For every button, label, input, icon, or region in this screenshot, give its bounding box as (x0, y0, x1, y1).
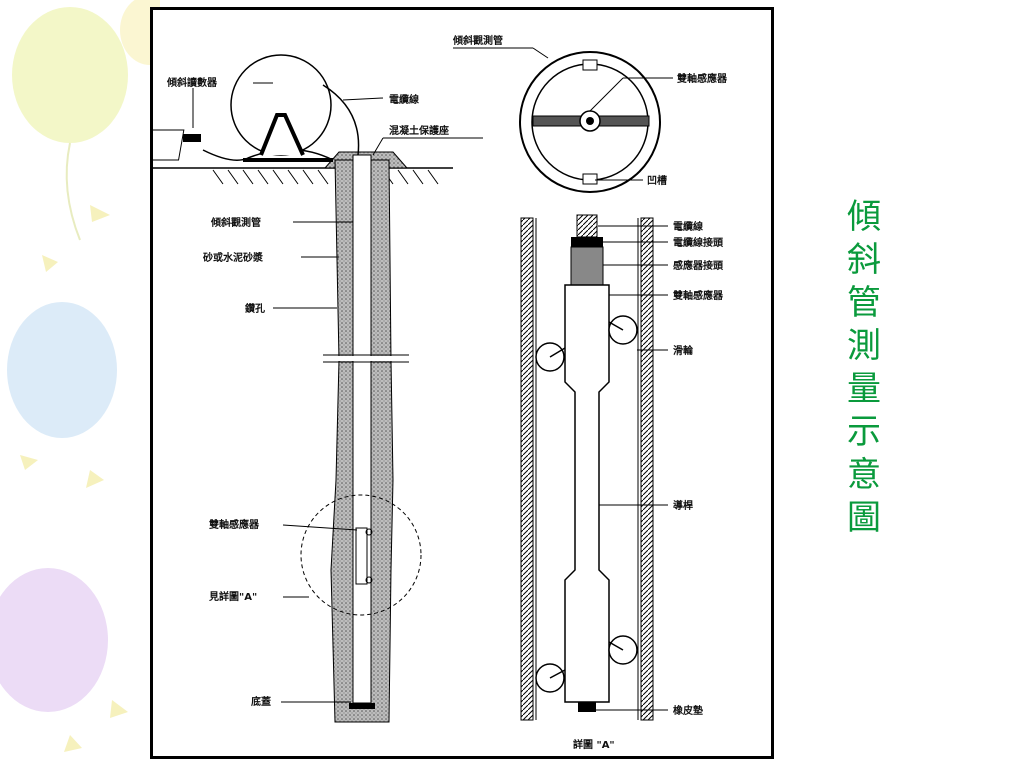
label-grout: 砂或水泥砂漿 (202, 251, 264, 264)
label-casing-top: 傾斜觀測管 (452, 34, 503, 47)
sparkle-shape (86, 470, 104, 488)
balloon-purple (0, 568, 108, 712)
side-title: 傾 斜 管 測 量 示 意 圖 (840, 196, 888, 540)
title-char: 斜 (847, 240, 881, 280)
label-sensor-connector: 感應器接頭 (673, 259, 724, 272)
readout-unit-drawing (153, 129, 334, 161)
title-char: 傾 (847, 197, 881, 237)
balloon-blue (7, 302, 117, 438)
title-char: 管 (847, 283, 881, 323)
sparkle-shape (64, 735, 82, 752)
balloon-decoration (0, 0, 160, 752)
label-guide-rod: 導桿 (673, 499, 693, 512)
label-cable-detail: 電纜線 (673, 220, 703, 233)
leader-lines-detail (596, 225, 668, 711)
label-borehole: 鑽孔 (245, 302, 265, 315)
detail-circle (300, 494, 422, 616)
sparkle-shape (20, 455, 38, 470)
label-rubber-pad: 橡皮墊 (673, 704, 703, 717)
label-groove: 凹槽 (647, 174, 667, 187)
sensor-left (355, 527, 368, 585)
break-mark (323, 354, 409, 363)
inclinometer-casing (352, 154, 372, 704)
ground-surface (153, 167, 453, 185)
casing-cross-section (519, 51, 661, 193)
label-cable-connector: 電纜線接頭 (673, 236, 724, 249)
label-detail-caption: 詳圖 "A" (573, 738, 615, 751)
diagram-frame: 傾斜讀數器 電纜線 混凝土保護座 傾斜觀測管 砂或水泥砂漿 鑽孔 雙軸感應器 見… (150, 7, 774, 759)
sparkle-shape (110, 700, 128, 718)
leader-lines-right-top (453, 47, 673, 181)
label-concrete-base: 混凝土保護座 (389, 124, 449, 137)
label-sensor-detail: 雙軸感應器 (673, 289, 724, 302)
detail-a-drawing (520, 214, 654, 721)
label-sensor-top: 雙軸感應器 (677, 72, 728, 85)
label-wheel: 滑輪 (673, 344, 694, 357)
inclinometer-diagram: 傾斜讀數器 電纜線 混凝土保護座 傾斜觀測管 砂或水泥砂漿 鑽孔 雙軸感應器 見… (153, 34, 728, 751)
bottom-cap (349, 703, 375, 709)
title-char: 圖 (847, 498, 881, 538)
cable-reel (230, 54, 360, 162)
balloon-yellow-top (12, 7, 128, 143)
balloon-string (65, 142, 81, 241)
label-casing: 傾斜觀測管 (210, 216, 261, 229)
title-char: 量 (847, 369, 881, 409)
label-see-detail: 見詳圖"A" (208, 590, 257, 603)
sparkle-shape (90, 205, 110, 222)
title-char: 示 (847, 412, 881, 452)
label-readout-unit: 傾斜讀數器 (166, 76, 218, 89)
title-char: 測 (847, 326, 881, 366)
label-sensor: 雙軸感應器 (209, 518, 260, 531)
label-cable-top: 電纜線 (389, 93, 419, 106)
label-bottom-cap: 底蓋 (251, 695, 271, 708)
title-char: 意 (847, 455, 881, 495)
sparkle-shape (42, 255, 58, 272)
leader-lines-left (192, 82, 483, 703)
